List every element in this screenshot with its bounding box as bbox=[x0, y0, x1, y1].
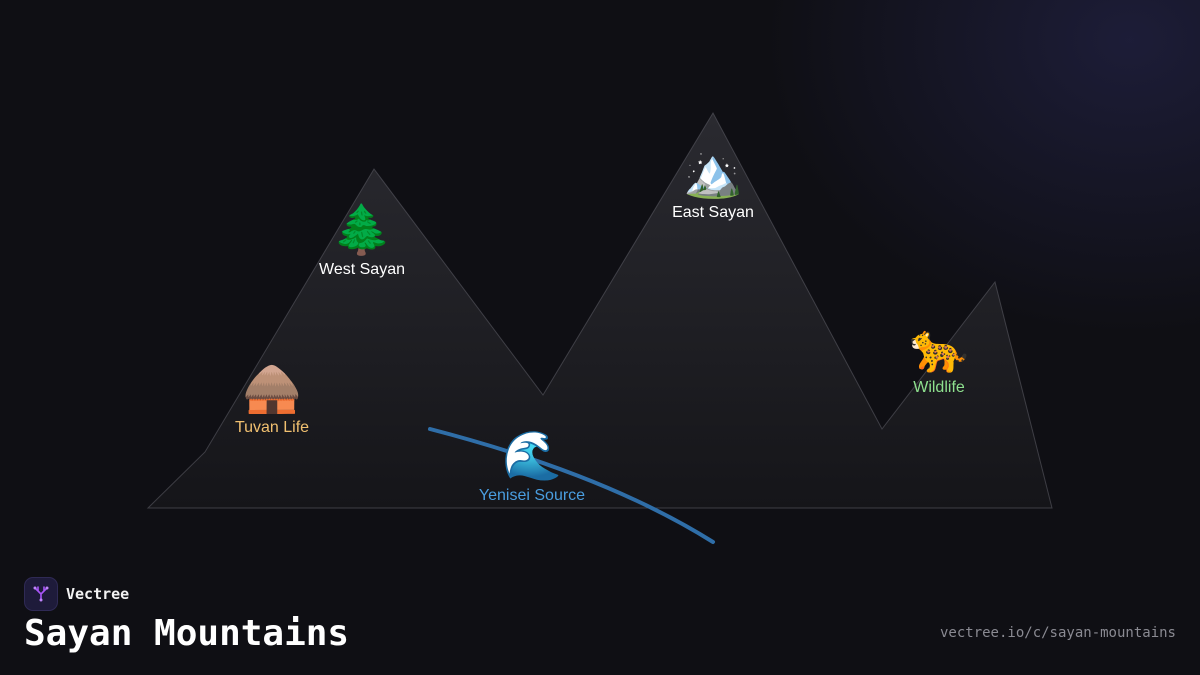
poi-east-sayan: 🏔️ East Sayan bbox=[623, 145, 803, 223]
hut-icon: 🛖 bbox=[242, 360, 302, 416]
poi-wildlife: 🐆 Wildlife bbox=[849, 320, 1029, 398]
yenisei-river-path bbox=[428, 427, 715, 544]
page-title: Sayan Mountains bbox=[24, 613, 350, 654]
mountain-range-silhouette bbox=[146, 111, 1053, 509]
snow-capped-mountain-icon: 🏔️ bbox=[683, 145, 743, 201]
vectree-tree-icon bbox=[24, 577, 58, 611]
water-wave-icon: 🌊 bbox=[502, 428, 562, 484]
poi-label-wildlife: Wildlife bbox=[913, 379, 965, 396]
poi-label-yenisei-source: Yenisei Source bbox=[478, 487, 586, 504]
poi-label-east-sayan: East Sayan bbox=[672, 204, 754, 221]
leopard-icon: 🐆 bbox=[909, 320, 969, 376]
source-url: vectree.io/c/sayan-mountains bbox=[939, 625, 1176, 641]
poi-tuvan-life: 🛖 Tuvan Life bbox=[182, 360, 362, 438]
evergreen-tree-icon: 🌲 bbox=[332, 202, 392, 258]
brand-name: Vectree bbox=[66, 585, 130, 603]
poi-label-west-sayan: West Sayan bbox=[319, 261, 405, 278]
poi-yenisei-source: 🌊 Yenisei Source bbox=[442, 428, 622, 506]
poi-label-tuvan-life: Tuvan Life bbox=[234, 419, 310, 436]
brand: Vectree bbox=[24, 577, 129, 611]
poi-west-sayan: 🌲 West Sayan bbox=[272, 202, 452, 280]
